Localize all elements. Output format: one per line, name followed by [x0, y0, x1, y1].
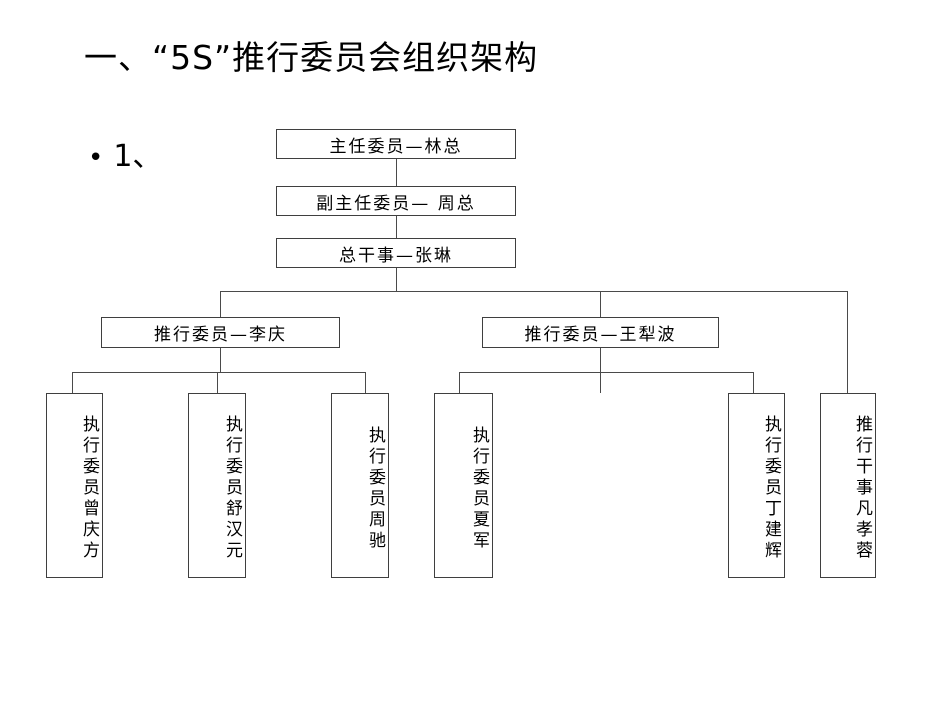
connector-chairman-to-vice — [396, 159, 397, 186]
org-node-vice-chairman[interactable]: 副主任委员— 周总 — [276, 186, 516, 216]
connector-sub-left-drop-3 — [365, 372, 366, 393]
bullet-item-label: 1、 — [113, 139, 163, 174]
connector-bus-to-leader-right — [600, 291, 601, 317]
bullet-dot-icon: • — [88, 143, 104, 173]
connector-vice-to-secretary — [396, 216, 397, 238]
connector-sub-right-drop-3 — [753, 372, 754, 393]
connector-bus-to-leader-left — [220, 291, 221, 317]
connector-sub-bus-left — [72, 372, 365, 373]
org-node-staff-fan-xiao-rong[interactable]: 推行干事凡孝蓉 — [820, 393, 876, 578]
connector-bus-to-staff-far-right — [847, 291, 848, 393]
connector-main-bus — [220, 291, 848, 292]
org-node-secretary-general[interactable]: 总干事—张琳 — [276, 238, 516, 268]
org-node-executive-shu-han-yuan[interactable]: 执行委员舒汉元 — [188, 393, 246, 578]
page-title: 一、“5S”推行委员会组织架构 — [84, 38, 539, 77]
connector-sub-right-drop-1 — [459, 372, 460, 393]
connector-sub-right-drop-2 — [600, 372, 601, 393]
org-node-executive-xia-jun[interactable]: 执行委员夏军 — [434, 393, 493, 578]
org-node-executive-zeng-qing-fang[interactable]: 执行委员曾庆方 — [46, 393, 103, 578]
org-node-chairman[interactable]: 主任委员—林总 — [276, 129, 516, 159]
org-node-committee-leader-left[interactable]: 推行委员—李庆 — [101, 317, 340, 348]
bullet-list-item: • 1、 — [88, 137, 162, 178]
connector-secretary-stem — [396, 268, 397, 291]
connector-sub-left-drop-2 — [217, 372, 218, 393]
connector-leader-left-stem — [220, 348, 221, 372]
org-node-executive-zhou-chi[interactable]: 执行委员周驰 — [331, 393, 389, 578]
connector-sub-bus-right — [459, 372, 753, 373]
org-node-committee-leader-right[interactable]: 推行委员—王犁波 — [482, 317, 719, 348]
org-node-executive-ding-jian-hui[interactable]: 执行委员丁建辉 — [728, 393, 785, 578]
connector-sub-left-drop-1 — [72, 372, 73, 393]
connector-leader-right-stem — [600, 348, 601, 372]
